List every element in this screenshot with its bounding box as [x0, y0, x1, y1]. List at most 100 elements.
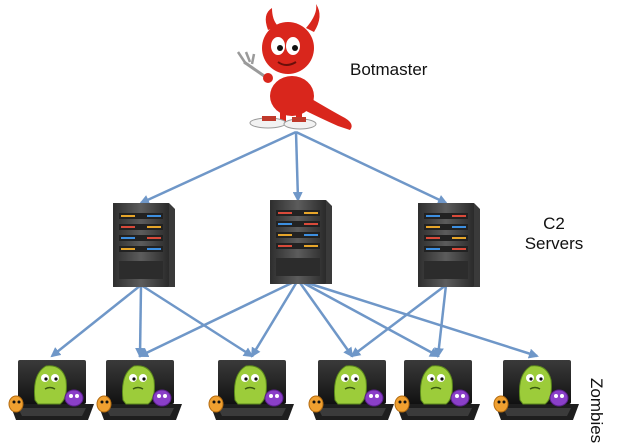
server-bay [119, 246, 163, 252]
monster-pupil [142, 377, 146, 381]
zombie-laptop-icon [394, 360, 480, 420]
bug-eye [105, 400, 109, 404]
devil-pupil-right [292, 45, 298, 51]
arrow-server-to-zombie [50, 284, 142, 358]
purple-bug [152, 389, 172, 407]
zombie-laptop-icon [308, 360, 394, 420]
monster-pupil [254, 377, 258, 381]
bug-eye [212, 400, 216, 404]
server-led [278, 234, 292, 236]
purple-bug [549, 389, 569, 407]
monster-body [519, 365, 552, 405]
server-led [121, 215, 135, 217]
arrow-server-to-zombie [297, 278, 440, 358]
server-bay [424, 246, 468, 252]
server-led [452, 248, 466, 250]
server-grille [276, 258, 320, 276]
server-led [278, 223, 292, 225]
monster-pupil [344, 377, 348, 381]
devil-leg-right [296, 110, 302, 122]
server-led [147, 226, 161, 228]
devil-fork-prongs [236, 51, 256, 65]
monster-body [234, 365, 267, 405]
bug-eye [275, 394, 279, 398]
monster-pupil [44, 377, 48, 381]
arrow-server-to-zombie [433, 284, 448, 358]
monster-mouth [529, 386, 541, 390]
arrow-server-to-zombie [297, 278, 539, 359]
botnet-diagram: Botmaster C2 Servers Zombies [8, 4, 606, 443]
monster-mouth [344, 386, 356, 390]
zombies-group [8, 360, 579, 420]
monster-pupil [430, 377, 434, 381]
server-grille [424, 261, 468, 279]
arrow-server-to-zombie [350, 284, 447, 358]
zombie-laptop-icon [8, 360, 94, 420]
arrow-server-to-zombie [135, 284, 146, 358]
devil-shoe-stripe-right [292, 117, 306, 122]
server-bay [276, 243, 320, 249]
monster-pupil [54, 377, 58, 381]
monster-body [420, 365, 453, 405]
server-bay [276, 221, 320, 227]
bug-eye [312, 400, 316, 404]
laptop-keys [318, 408, 386, 416]
c2-label-line1: C2 [543, 214, 565, 233]
bug-eye [455, 394, 459, 398]
c2-label-line2: Servers [524, 234, 584, 253]
purple-bug [450, 389, 470, 407]
server-led [426, 215, 440, 217]
c2-server-icon [270, 200, 332, 284]
server-bay [276, 232, 320, 238]
bug-eye [157, 394, 161, 398]
server-bay [276, 210, 320, 216]
connection-arrows [50, 130, 539, 359]
devil-hand [263, 73, 273, 83]
monster-body [34, 365, 67, 405]
zombie-laptop-icon [493, 360, 579, 420]
arrow-server-to-zombie [250, 279, 300, 358]
monster-pupil [244, 377, 248, 381]
devil-pupil-left [277, 45, 283, 51]
orange-bug [493, 395, 509, 413]
orange-bug [8, 395, 24, 413]
bug-eye [100, 400, 104, 404]
orange-bug [208, 395, 224, 413]
diagram-canvas [8, 4, 579, 420]
server-led [304, 234, 318, 236]
c2-server-icon [418, 203, 480, 287]
monster-pupil [440, 377, 444, 381]
monster-mouth [132, 386, 144, 390]
devil-horn-left [265, 8, 278, 30]
bug-eye [269, 394, 273, 398]
orange-bug [308, 395, 324, 413]
server-led [304, 212, 318, 214]
laptop-keys [18, 408, 86, 416]
purple-bug [364, 389, 384, 407]
server-bay [424, 235, 468, 241]
bug-eye [217, 400, 221, 404]
monster-body [122, 365, 155, 405]
server-led [147, 237, 161, 239]
arrow-server-to-zombie [138, 278, 299, 358]
zombies-label: Zombies [587, 378, 606, 443]
server-bay [119, 235, 163, 241]
monster-pupil [529, 377, 533, 381]
server-led [426, 226, 440, 228]
arrow-server-to-zombie [140, 283, 254, 358]
bug-eye [75, 394, 79, 398]
bug-eye [398, 400, 402, 404]
bug-eye [497, 400, 501, 404]
server-bay [424, 224, 468, 230]
server-led [121, 237, 135, 239]
c2-server-icon [113, 203, 175, 287]
devil-horn-right [306, 4, 320, 32]
bug-eye [461, 394, 465, 398]
monster-pupil [132, 377, 136, 381]
monster-body [334, 365, 367, 405]
monster-mouth [430, 386, 442, 390]
server-led [278, 212, 292, 214]
bug-eye [17, 400, 21, 404]
arrow-botmaster-to-server [139, 130, 297, 205]
purple-bug [64, 389, 84, 407]
